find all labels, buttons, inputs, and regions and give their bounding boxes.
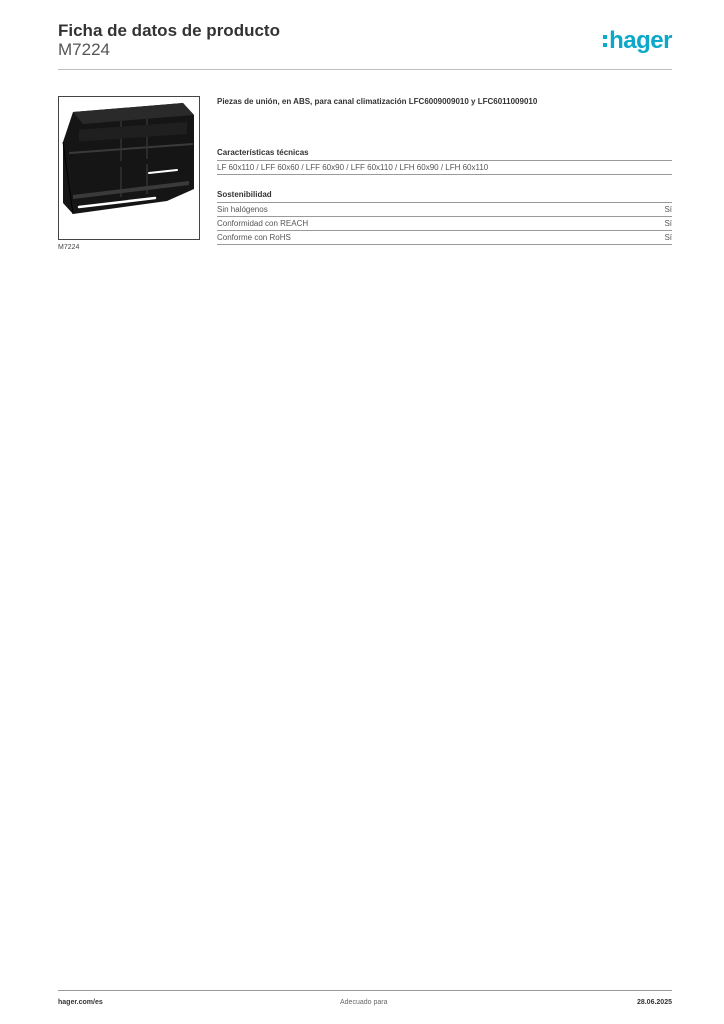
footer-website: hager.com/es: [58, 999, 103, 1006]
footer-date: 28.06.2025: [636, 999, 672, 1006]
page-footer: hager.com/es Adecuado para 28.06.2025: [58, 990, 672, 1011]
hager-logo: hager: [603, 26, 672, 56]
spec-row: Conformidad con REACH Sí: [217, 217, 672, 231]
document-title: Ficha de datos de producto: [58, 21, 280, 40]
product-description: Piezas de unión, en ABS, para canal clim…: [217, 97, 538, 106]
spec-row: Sin halógenos Sí: [217, 203, 672, 217]
section-title: Sostenibilidad: [217, 189, 672, 203]
spec-value: Sí: [664, 205, 672, 214]
image-caption: M7224: [58, 244, 80, 251]
spec-label: Conformidad con REACH: [217, 219, 309, 228]
spec-value: Sí: [664, 233, 672, 242]
compatibility-line: LF 60x110 / LFF 60x60 / LFF 60x90 / LFF …: [217, 161, 672, 175]
logo-text: hager: [609, 27, 672, 54]
spec-label: Sin halógenos: [217, 205, 268, 214]
product-code: M7224: [58, 40, 110, 59]
product-image: [58, 96, 200, 240]
footer-suitable-for: Adecuado para: [340, 999, 388, 1006]
section-sustainability: Sostenibilidad Sin halógenos Sí Conformi…: [217, 189, 672, 245]
spec-row: Conforme con RoHS Sí: [217, 231, 672, 245]
product-details: Piezas de unión, en ABS, para canal clim…: [217, 96, 672, 245]
section-title: Características técnicas: [217, 147, 672, 161]
logo-dots-icon: [603, 35, 608, 47]
spec-value: Sí: [664, 219, 672, 228]
spec-label: Conforme con RoHS: [217, 233, 291, 242]
page-header: Ficha de datos de producto M7224 hager: [58, 20, 672, 70]
section-technical: Características técnicas LF 60x110 / LFF…: [217, 147, 672, 175]
joint-piece-illustration: [62, 103, 194, 215]
